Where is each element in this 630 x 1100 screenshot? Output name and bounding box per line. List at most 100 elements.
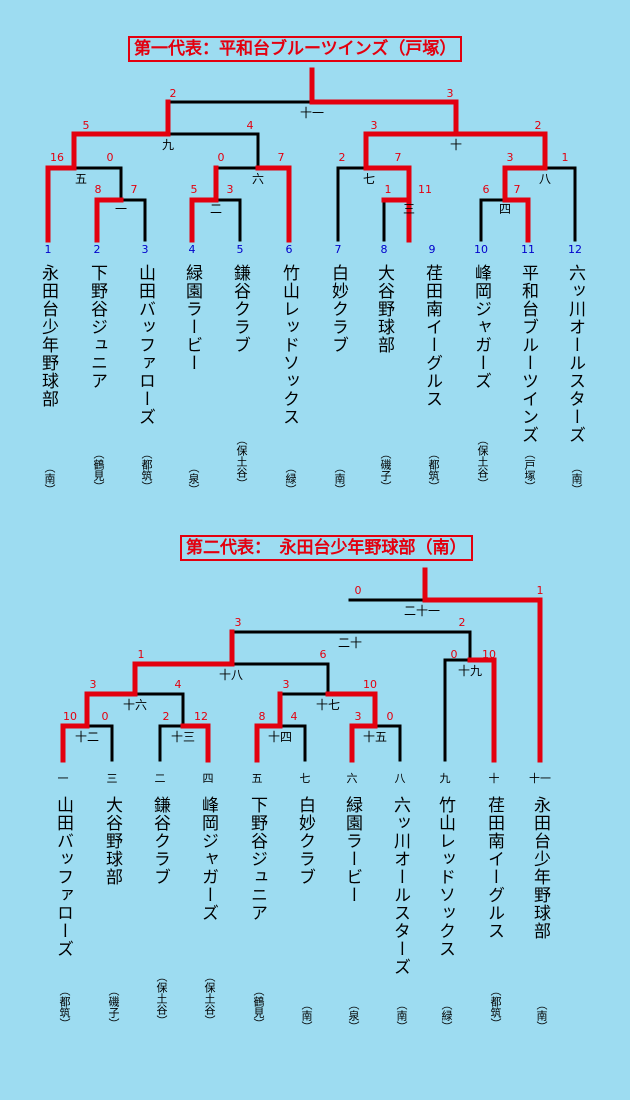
score: 12 bbox=[194, 710, 208, 723]
team-area: （緑） bbox=[284, 462, 297, 495]
team-area: （緑） bbox=[440, 999, 453, 1032]
team-number: 8 bbox=[380, 243, 388, 256]
score: 10 bbox=[63, 710, 77, 723]
team-name: 下野谷ジュニア bbox=[247, 796, 267, 922]
score: 1 bbox=[384, 183, 392, 196]
team-number: 5 bbox=[236, 243, 244, 256]
team-area: （南） bbox=[570, 462, 583, 495]
score: 0 bbox=[106, 151, 114, 164]
score: 8 bbox=[258, 710, 266, 723]
team-name: 竹山レッドソックス bbox=[279, 264, 299, 426]
team-number: 四 bbox=[202, 772, 214, 785]
team-number: 五 bbox=[251, 772, 263, 785]
team-number: 4 bbox=[188, 243, 196, 256]
team-name: 緑園ラービー bbox=[342, 796, 362, 904]
game-number: 十五 bbox=[362, 730, 387, 744]
score: 4 bbox=[174, 678, 182, 691]
team-number: 7 bbox=[334, 243, 342, 256]
score: 16 bbox=[50, 151, 64, 164]
team-name: 山田バッファローズ bbox=[53, 796, 73, 958]
team-number: 3 bbox=[141, 243, 149, 256]
bracket1-title: 第一代表：平和台ブルーツインズ（戸塚） bbox=[128, 36, 463, 62]
team-area: （南） bbox=[43, 462, 56, 495]
score: 10 bbox=[482, 648, 496, 661]
team-name: 鎌谷クラブ bbox=[230, 264, 250, 354]
team-number: 七 bbox=[299, 772, 311, 785]
game-number: 二 bbox=[209, 202, 222, 216]
score: 0 bbox=[101, 710, 109, 723]
score: 5 bbox=[82, 119, 90, 132]
score: 2 bbox=[338, 151, 346, 164]
team-name: 竹山レッドソックス bbox=[435, 796, 455, 958]
team-number: 12 bbox=[568, 243, 582, 256]
score: 0 bbox=[450, 648, 458, 661]
score: 2 bbox=[458, 616, 466, 629]
team-name: 永田台少年野球部 bbox=[38, 264, 58, 408]
team-area: （都筑） bbox=[489, 985, 502, 1029]
score: 0 bbox=[386, 710, 394, 723]
score: 0 bbox=[217, 151, 225, 164]
score: 10 bbox=[363, 678, 377, 691]
team-name: 大谷野球部 bbox=[102, 796, 122, 886]
bracket2-title: 第二代表： 永田台少年野球部（南） bbox=[180, 535, 473, 561]
score: 4 bbox=[290, 710, 298, 723]
team-area: （南） bbox=[333, 462, 346, 495]
team-area: （南） bbox=[395, 999, 408, 1032]
team-area: （都筑） bbox=[58, 985, 71, 1029]
score: 8 bbox=[94, 183, 102, 196]
score: 3 bbox=[89, 678, 97, 691]
team-name: 峰岡ジャガーズ bbox=[471, 264, 491, 390]
team-area: （鶴見） bbox=[92, 448, 105, 492]
game-number: 十九 bbox=[457, 664, 482, 678]
team-area: （南） bbox=[300, 999, 313, 1032]
game-number: 八 bbox=[538, 172, 551, 186]
team-number: 1 bbox=[44, 243, 52, 256]
score: 6 bbox=[319, 648, 327, 661]
score: 2 bbox=[169, 87, 177, 100]
score: 3 bbox=[234, 616, 242, 629]
score: 3 bbox=[370, 119, 378, 132]
team-area: （鶴見） bbox=[252, 985, 265, 1029]
score: 3 bbox=[506, 151, 514, 164]
game-number: 十二 bbox=[74, 730, 99, 744]
team-name: 峰岡ジャガーズ bbox=[198, 796, 218, 922]
team-area: （磯子） bbox=[107, 985, 120, 1029]
score: 2 bbox=[162, 710, 170, 723]
team-area: （保土谷） bbox=[476, 434, 489, 489]
team-area: （保土谷） bbox=[235, 434, 248, 489]
team-name: 大谷野球部 bbox=[374, 264, 394, 354]
team-number: 9 bbox=[428, 243, 436, 256]
team-name: 緑園ラービー bbox=[182, 264, 202, 372]
game-number: 十三 bbox=[170, 730, 195, 744]
game-number: 一 bbox=[114, 202, 127, 216]
game-number: 四 bbox=[498, 202, 511, 216]
game-number: 二十 bbox=[337, 636, 362, 650]
score: 11 bbox=[418, 183, 432, 196]
score: 7 bbox=[513, 183, 521, 196]
team-name: 平和台ブルーツインズ bbox=[518, 264, 538, 444]
game-number: 十一 bbox=[299, 106, 324, 120]
team-name: 六ッ川オールスターズ bbox=[565, 264, 585, 444]
team-name: 下野谷ジュニア bbox=[87, 264, 107, 390]
team-area: （都筑） bbox=[427, 448, 440, 492]
team-area: （泉） bbox=[187, 462, 200, 495]
game-number: 十八 bbox=[218, 668, 243, 682]
game-number: 六 bbox=[251, 172, 264, 186]
score: 6 bbox=[482, 183, 490, 196]
game-number: 十七 bbox=[315, 698, 340, 712]
team-area: （南） bbox=[535, 999, 548, 1032]
team-area: （泉） bbox=[347, 999, 360, 1032]
score: 1 bbox=[137, 648, 145, 661]
score: 3 bbox=[446, 87, 454, 100]
team-number: 十一 bbox=[529, 772, 551, 785]
team-name: 永田台少年野球部 bbox=[530, 796, 550, 940]
team-name: 荏田南イーグルス bbox=[422, 264, 442, 408]
game-number: 五 bbox=[74, 172, 87, 186]
team-number: 一 bbox=[57, 772, 69, 785]
team-number: 二 bbox=[154, 772, 166, 785]
score: 3 bbox=[226, 183, 234, 196]
game-number: 十六 bbox=[122, 698, 147, 712]
game-number: 三 bbox=[402, 202, 415, 216]
team-area: （磯子） bbox=[379, 448, 392, 492]
